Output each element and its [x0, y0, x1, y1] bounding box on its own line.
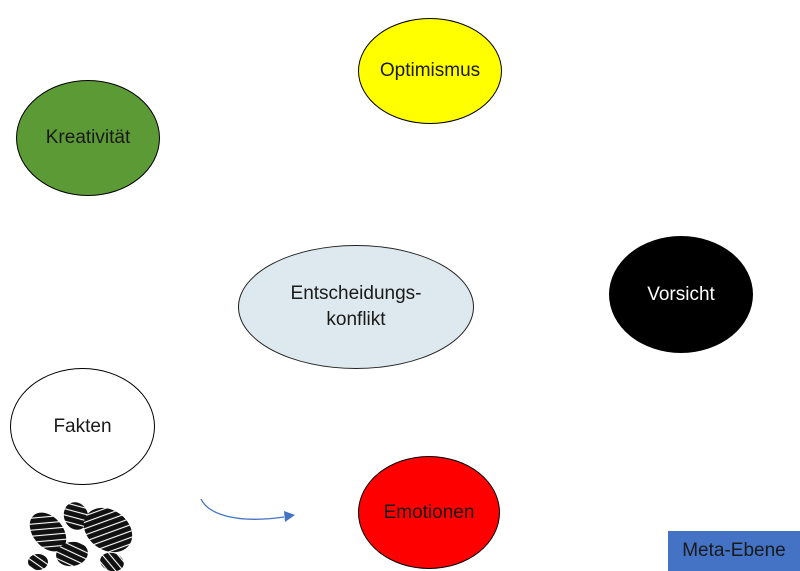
node-emotionen-label: Emotionen	[383, 501, 475, 523]
node-entscheidungskonflikt: Entscheidungs-konflikt	[238, 245, 474, 369]
node-fakten-label: Fakten	[53, 415, 112, 437]
node-fakten: Fakten	[10, 368, 155, 485]
node-vorsicht-label: Vorsicht	[647, 283, 715, 305]
footprints-icon	[28, 502, 133, 571]
node-emotionen: Emotionen	[358, 456, 500, 569]
meta-ebene-box: Meta-Ebene	[668, 531, 800, 571]
node-optimismus: Optimismus	[358, 18, 502, 124]
node-kreativitaet: Kreativität	[16, 80, 160, 196]
node-optimismus-label: Optimismus	[379, 60, 481, 82]
curved-arrow	[200, 498, 295, 522]
node-kreativitaet-label: Kreativität	[45, 127, 131, 149]
node-vorsicht: Vorsicht	[609, 236, 753, 353]
meta-ebene-label: Meta-Ebene	[682, 540, 786, 561]
node-center-label: Entscheidungs-konflikt	[290, 283, 422, 330]
